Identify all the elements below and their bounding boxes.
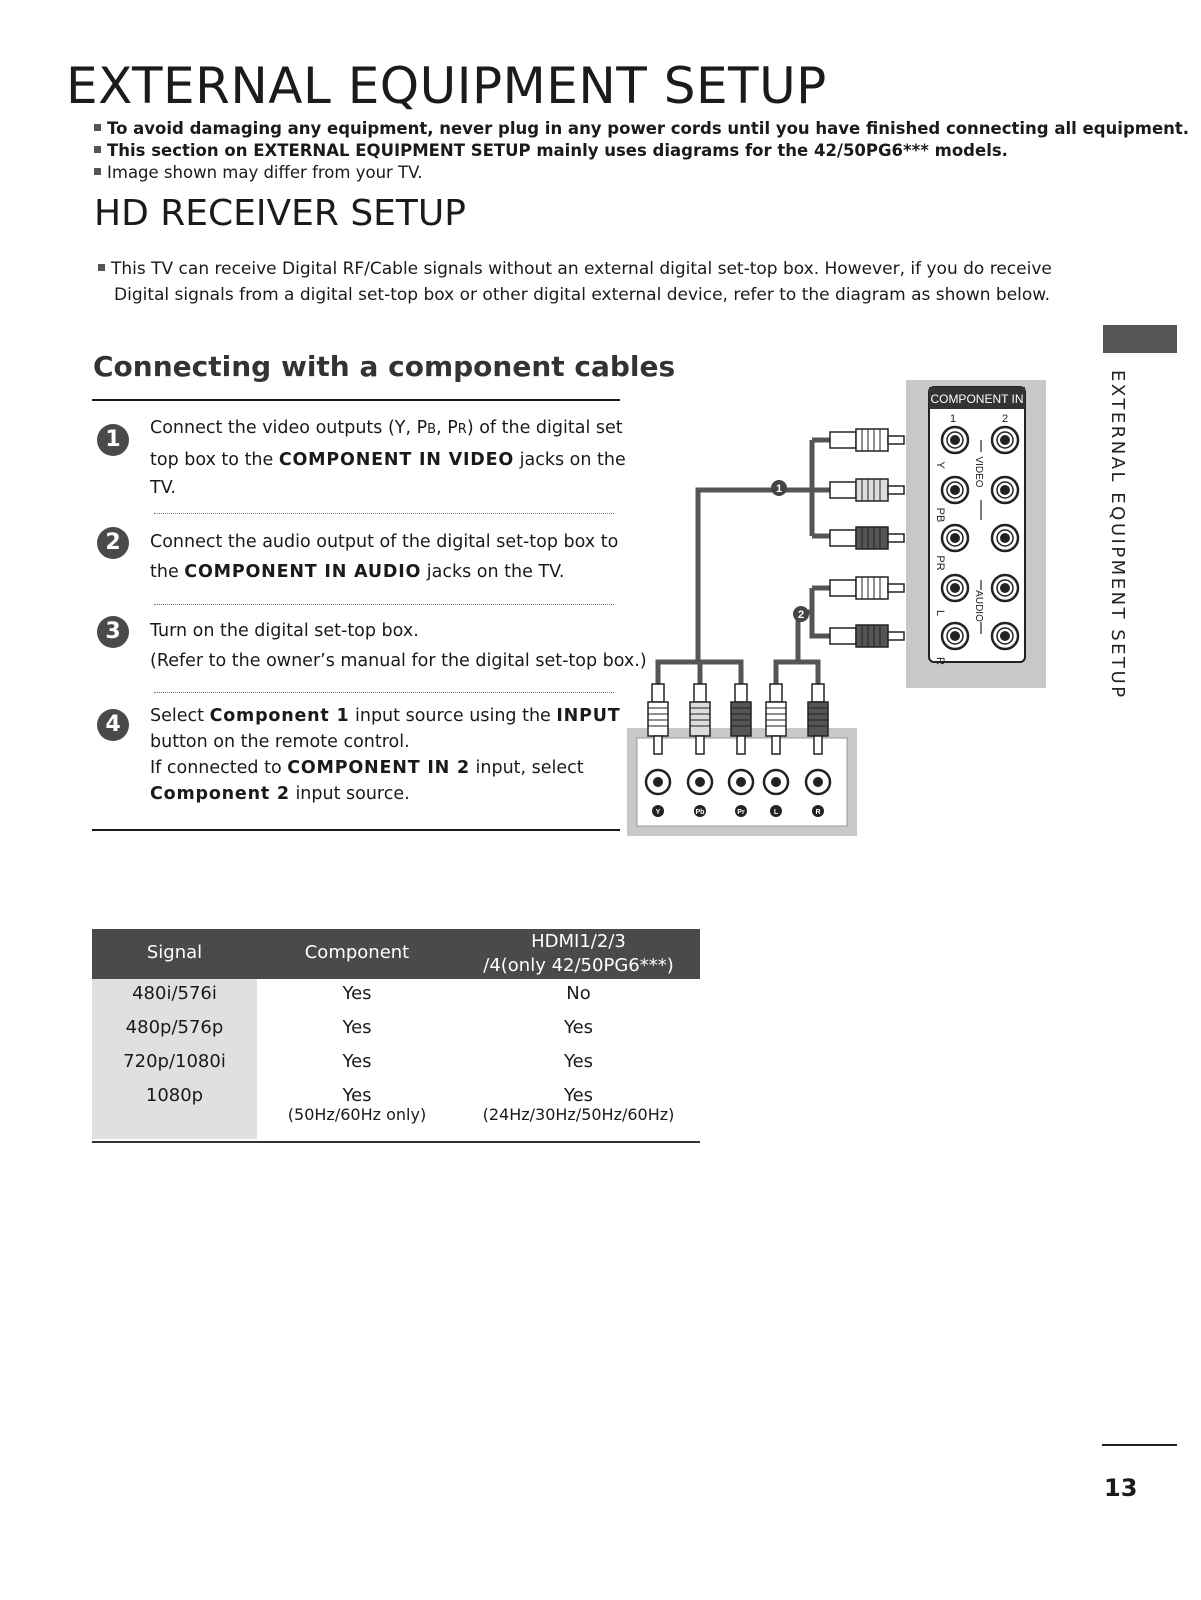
box-jack-label: Y	[656, 809, 661, 816]
marker-1: 1	[776, 483, 782, 495]
jack-label: R	[934, 657, 946, 665]
intro-paragraph: This TV can receive Digital RF/Cable sig…	[98, 256, 1058, 308]
rca-jack-icon	[727, 768, 755, 796]
rca-jack-icon	[990, 523, 1020, 553]
jack-badge-icon	[812, 805, 824, 817]
bottom-rule	[92, 829, 620, 831]
jack-badge-icon	[694, 805, 706, 817]
rca-jack-icon	[940, 475, 970, 505]
component-in-label: COMPONENT IN	[930, 392, 1023, 406]
jack-badge-icon	[652, 805, 664, 817]
jack-badge-icon	[770, 805, 782, 817]
rca-jack-icon	[940, 523, 970, 553]
step-4-text: Select Component 1 input source using th…	[150, 706, 621, 804]
column-1-label: 1	[950, 413, 956, 425]
box-jack-label: R	[815, 809, 820, 816]
rca-jack-icon	[762, 768, 790, 796]
jack-label: PB	[934, 508, 946, 523]
table-row: 1080p Yes Yes (50Hz/60Hz only) (24Hz/30H…	[92, 1085, 700, 1131]
box-jack-label: Pb	[696, 809, 705, 816]
header-component: Component	[304, 942, 410, 963]
video-group-label: VIDEO	[973, 456, 984, 487]
rca-jack-icon	[940, 621, 970, 651]
rca-jack-icon	[804, 768, 832, 796]
component-note: (50Hz/60Hz only)	[287, 1105, 427, 1124]
step-3-number: 3	[97, 616, 129, 648]
step-2-number: 2	[97, 527, 129, 559]
header-hdmi: HDMI1/2/3 /4(only 42/50PG6***)	[483, 931, 674, 976]
box-jack-label: L	[774, 809, 779, 816]
step-3-text: Turn on the digital set-top box. (Refer …	[150, 621, 647, 671]
rca-jack-icon	[990, 621, 1020, 651]
rca-plug-icon	[829, 526, 905, 550]
table-row: 720p/1080i Yes Yes	[123, 1051, 594, 1072]
notes-list: To avoid damaging any equipment, never p…	[94, 118, 1189, 184]
step-1-text: Connect the video outputs (Y, PB, PR) of…	[150, 418, 626, 498]
step-1-number: 1	[97, 424, 129, 456]
rca-plug-icon	[829, 576, 905, 600]
connection-diagram: COMPONENT IN 1 2 Y PB PR L R VIDEO AUDIO 1 2…	[627, 380, 1046, 836]
rca-plug-icon	[829, 478, 905, 502]
rca-plug-icon	[829, 624, 905, 648]
rca-plug-icon	[647, 683, 669, 755]
rca-jack-icon	[990, 573, 1020, 603]
jack-label: PR	[934, 555, 946, 570]
signal-table: Signal Component HDMI1/2/3 /4(only 42/50…	[92, 929, 700, 1143]
step-divider	[154, 692, 614, 693]
step-divider	[154, 513, 614, 514]
rca-jack-icon	[990, 475, 1020, 505]
footer-rule	[1102, 1444, 1177, 1446]
bullet-icon	[94, 168, 101, 175]
step-4-number: 4	[97, 709, 129, 741]
hdmi-note: (24Hz/30Hz/50Hz/60Hz)	[482, 1105, 675, 1124]
top-rule	[92, 399, 620, 401]
subsection-title: Connecting with a component cables	[93, 350, 676, 383]
jack-badge-icon	[735, 805, 747, 817]
step-2-text: Connect the audio output of the digital …	[150, 532, 619, 582]
rca-plug-icon	[730, 683, 752, 755]
bullet-icon	[98, 263, 105, 271]
rca-plug-icon	[829, 428, 905, 452]
column-2-label: 2	[1002, 413, 1008, 425]
header-signal: Signal	[146, 942, 203, 963]
rca-jack-icon	[644, 768, 672, 796]
jack-label: Y	[934, 461, 946, 469]
rca-jack-icon	[990, 425, 1020, 455]
page-number: 13	[1104, 1474, 1138, 1502]
rca-jack-icon	[686, 768, 714, 796]
note-item: This section on EXTERNAL EQUIPMENT SETUP…	[94, 140, 1189, 162]
section-title: HD RECEIVER SETUP	[94, 193, 466, 234]
bullet-icon	[94, 146, 101, 153]
side-section-label: EXTERNAL EQUIPMENT SETUP	[1107, 370, 1128, 700]
rca-plug-icon	[689, 683, 711, 755]
bullet-icon	[94, 124, 101, 131]
note-item: To avoid damaging any equipment, never p…	[94, 118, 1189, 140]
rca-jack-icon	[940, 573, 970, 603]
component-in-header	[929, 387, 1025, 409]
rca-plug-icon	[765, 683, 787, 755]
side-tab	[1103, 325, 1177, 353]
rca-jack-icon	[940, 425, 970, 455]
table-bottom-rule	[92, 1141, 700, 1143]
marker-2: 2	[798, 609, 804, 621]
box-jack-label: Pr	[737, 809, 745, 816]
step-divider	[154, 604, 614, 605]
audio-group-label: AUDIO	[973, 590, 984, 622]
table-header: Signal Component HDMI1/2/3 /4(only 42/50…	[92, 929, 700, 979]
signal-column-bg	[92, 979, 257, 1139]
table-row: 480i/576i Yes No	[132, 983, 591, 1004]
page-title: EXTERNAL EQUIPMENT SETUP	[66, 57, 827, 115]
rca-plug-icon	[807, 683, 829, 755]
jack-label: L	[934, 610, 946, 616]
table-row: 480p/576p Yes Yes	[125, 1017, 594, 1038]
note-item: Image shown may differ from your TV.	[94, 162, 1189, 184]
